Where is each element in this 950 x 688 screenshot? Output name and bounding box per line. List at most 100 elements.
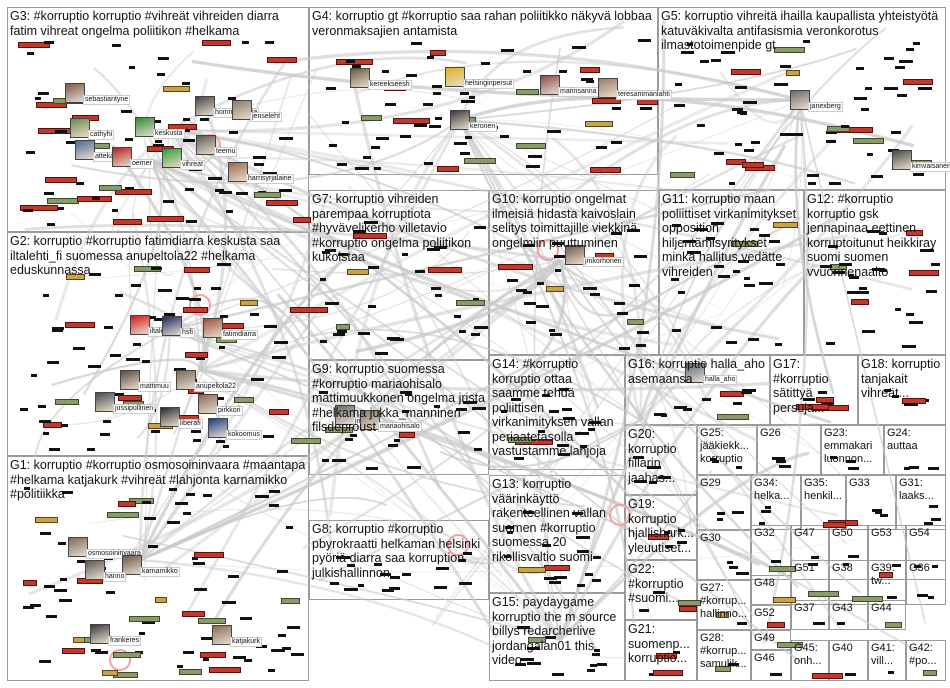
node-mark [549,329,556,332]
user-avatar-kereekseesh[interactable] [350,68,370,88]
node-mark [456,300,485,306]
node-mark [126,358,140,361]
group-label-g54: G54 [909,527,930,539]
node-mark [366,467,378,470]
node-mark [62,648,85,654]
user-avatar-kokoomus[interactable] [208,418,228,438]
node-mark [208,177,222,180]
user-avatar-hommamedia[interactable] [195,96,215,116]
node-mark [337,330,348,333]
node-mark [45,177,78,183]
node-mark [678,291,685,294]
user-avatar-attekalevi[interactable] [75,140,95,160]
node-mark [702,398,711,401]
node-mark [121,110,132,113]
user-avatar-helsinginpersut[interactable] [445,67,465,87]
group-label-g26: G26 [760,427,781,439]
node-mark [523,70,531,73]
node-mark [679,606,697,612]
node-mark [526,165,540,168]
node-mark [394,439,401,442]
user-avatar-jenseleht[interactable] [232,100,252,120]
user-avatar-marinsanna[interactable] [540,75,560,95]
node-mark [759,522,766,525]
node-mark [39,660,51,663]
node-mark [368,305,377,308]
user-name-label: keskusta [153,129,185,139]
user-avatar-katjakurk[interactable] [212,625,232,645]
user-avatar-harrisyrjalaine[interactable] [228,162,248,182]
node-mark [895,308,902,311]
user-avatar-pirkkori[interactable] [198,394,218,414]
node-mark [55,130,67,133]
user-avatar-keronen[interactable] [450,110,470,130]
node-mark [36,102,68,108]
node-mark [727,561,734,564]
user-avatar-oemer[interactable] [112,147,132,167]
group-label-g5: G5: korruptio vihreitä ihailla kaupallis… [661,9,942,52]
user-name-label: karnamikko [140,567,180,577]
user-avatar-janexberg[interactable] [790,90,810,110]
node-mark [286,526,293,529]
node-mark [52,327,65,330]
user-avatar-kimvaisanen[interactable] [892,150,912,170]
user-avatar-vihreat[interactable] [162,148,182,168]
node-mark [200,118,210,121]
node-mark [291,438,321,444]
node-mark [290,307,328,313]
node-mark [865,87,873,90]
user-avatar-jussipullinen[interactable] [95,392,115,412]
node-mark [627,319,644,325]
user-name-label: jenseleht [250,112,283,122]
user-avatar-osmosoininvaara[interactable] [68,537,88,557]
node-mark [40,532,52,535]
group-label-g23: G23: emmakari luonnon... [824,427,876,465]
node-mark [909,321,923,324]
user-avatar-frankeres[interactable] [90,624,110,644]
group-label-g50: G50 [832,527,853,539]
node-mark [826,342,835,345]
node-mark [735,143,742,146]
node-mark [253,156,266,159]
node-mark [904,403,918,406]
node-mark [751,141,761,144]
node-mark [278,634,287,637]
group-label-g43: G43 [832,602,853,614]
node-mark [219,346,226,349]
node-mark [186,220,198,223]
node-mark [144,517,156,520]
node-mark [732,511,744,514]
group-label-g27: G27: #korrup... hallinno... [700,582,750,620]
node-mark [61,424,68,427]
node-mark [555,269,562,272]
node-mark [460,92,469,95]
user-name-label: teemu [214,147,238,157]
node-mark [73,347,85,350]
node-mark [112,209,119,212]
user-avatar-cathyhi[interactable] [70,118,90,138]
node-mark [24,487,31,490]
node-mark [770,673,782,676]
user-avatar-liberafi[interactable] [160,407,180,427]
node-mark [812,673,844,679]
user-avatar-anupeltola22[interactable] [176,370,196,390]
node-mark [717,512,726,515]
node-mark [92,197,101,200]
user-avatar-hanno[interactable] [85,560,105,580]
node-mark [856,67,865,70]
group-panel-g17: G17: #korruptio sätittyä persuja... [770,355,858,425]
node-mark [771,560,781,563]
user-avatar-hsfi[interactable] [162,316,182,336]
user-avatar-fatimdiarra[interactable] [203,318,223,338]
user-avatar-sebastiantyne[interactable] [65,83,85,103]
user-avatar-teresammanlahti[interactable] [598,78,618,98]
node-mark [55,399,79,405]
user-avatar-teemu[interactable] [196,135,216,155]
node-mark [129,66,136,69]
node-mark [735,86,747,89]
node-mark [158,289,172,292]
user-avatar-mattimuu[interactable] [120,370,140,390]
user-avatar-keskusta[interactable] [135,117,155,137]
node-mark [200,652,227,658]
user-avatar-iltalehti-fi[interactable] [130,315,150,335]
